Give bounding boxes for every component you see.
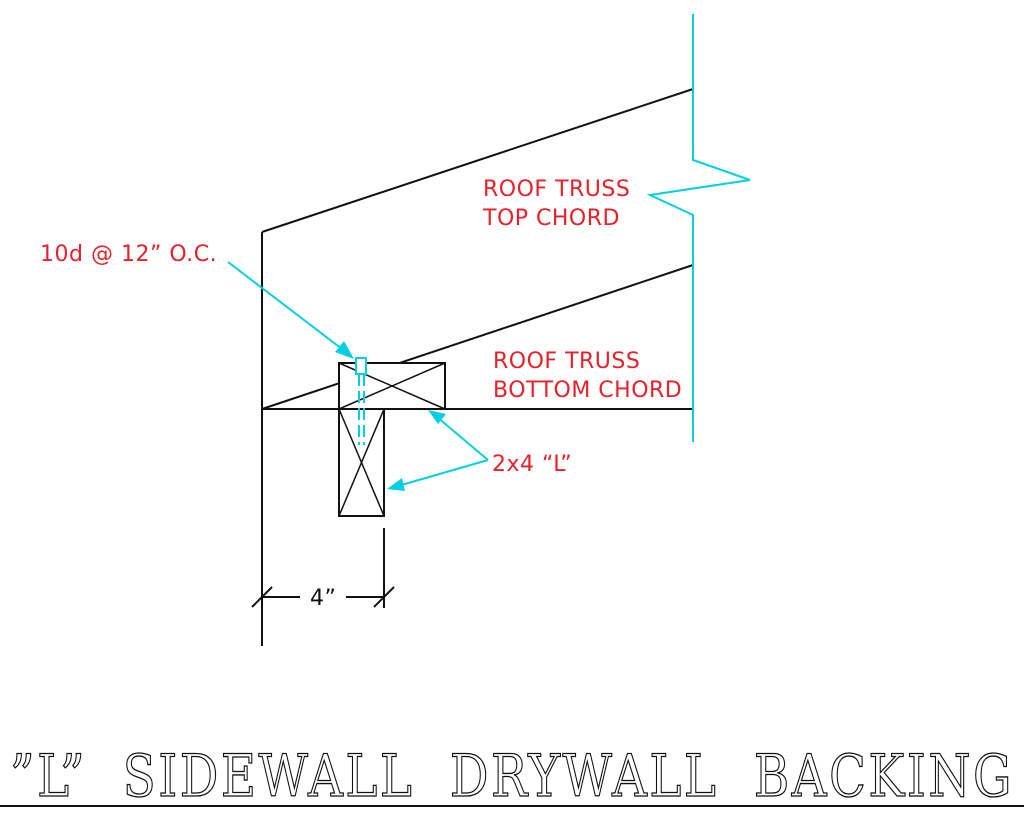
bottom-chord-label-line2: BOTTOM CHORD [493,378,682,403]
top-chord-label-line1: ROOF TRUSS [483,177,630,202]
top-chord-line [261,88,694,233]
nail-symbol [355,357,367,445]
detail-title: ”L” SIDEWALL DRYWALL BACKING [10,742,1014,810]
bottom-chord-sloped-line [261,264,694,410]
break-line [646,14,751,442]
top-chord-label-line2: TOP CHORD [482,206,620,231]
flat-2x4-block [338,362,446,410]
dimension-4in [251,528,395,608]
member-leader [387,410,489,491]
dimension-text: 4” [310,586,336,611]
member-note: 2x4 “L” [492,452,572,477]
nailing-note: 10d @ 12” O.C. [40,242,217,267]
vertical-2x4-block [338,408,385,517]
nailing-leader [227,261,354,359]
bottom-chord-label-line1: ROOF TRUSS [493,349,640,374]
